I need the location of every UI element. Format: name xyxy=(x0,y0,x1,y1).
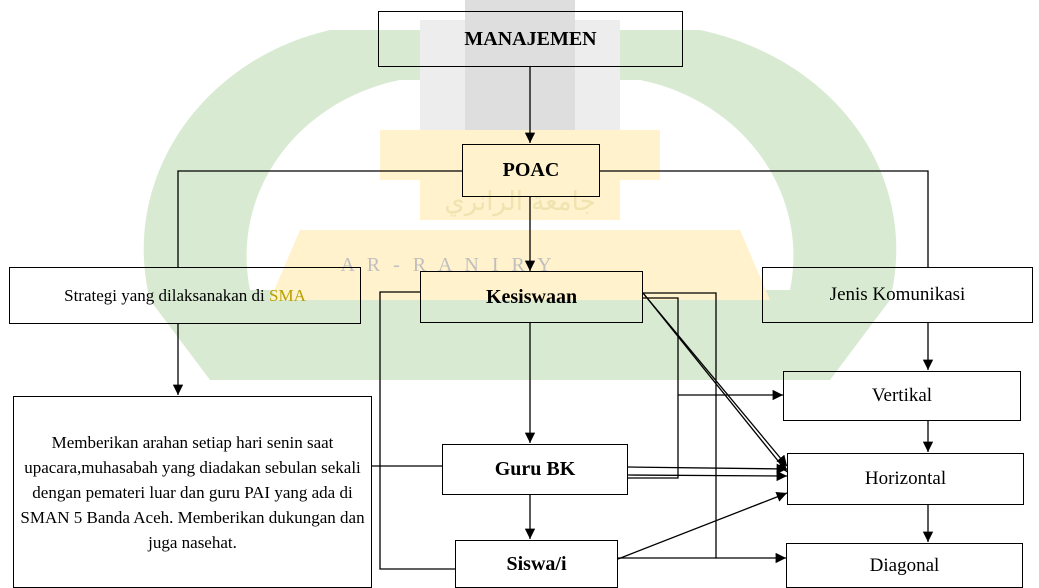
horizontal-label: Horizontal xyxy=(864,468,947,489)
diagonal-label: Diagonal xyxy=(869,554,940,576)
line-poac-to-strategy xyxy=(177,170,462,267)
horizontal-box: Horizontal xyxy=(787,453,1024,505)
arrow-kesiswaan-to-horizontal-2 xyxy=(642,292,788,473)
manajemen-label: MANAJEMEN xyxy=(464,27,597,50)
description-text: Memberikan arahan setiap hari senin saat… xyxy=(20,432,365,552)
description-box: Memberikan arahan setiap hari senin saat… xyxy=(13,396,372,588)
watermark-latin-text: A R - R A N I R Y xyxy=(340,254,555,276)
guru-bk-box: Guru BK xyxy=(442,444,628,495)
kesiswaan-label: Kesiswaan xyxy=(485,285,578,308)
poac-label: POAC xyxy=(502,159,560,181)
manajemen-box: MANAJEMEN xyxy=(378,11,683,67)
kesiswaan-box: Kesiswaan xyxy=(420,271,643,323)
watermark-gate xyxy=(380,130,660,220)
vertikal-label: Vertikal xyxy=(871,385,933,406)
watermark-base xyxy=(270,230,770,300)
arrow-siswa-to-horizontal xyxy=(617,491,788,560)
strategy-box: Strategi yang dilaksanakan di SMA xyxy=(9,267,361,324)
jenis-komunikasi-label: Jenis Komunikasi xyxy=(829,284,966,305)
arrow-gurubk-to-horizontal-2 xyxy=(627,470,788,482)
line-poac-to-jenis xyxy=(600,170,929,267)
siswa-box: Siswa/i xyxy=(455,540,618,588)
siswa-label: Siswa/i xyxy=(506,552,567,575)
jenis-komunikasi-box: Jenis Komunikasi xyxy=(762,267,1033,323)
diagonal-box: Diagonal xyxy=(786,543,1023,588)
line-kesiswaan-inner-loop xyxy=(628,297,679,479)
line-kesiswaan-right-loop xyxy=(618,292,717,559)
arrow-gurubk-to-horizontal-1 xyxy=(627,463,788,475)
vertikal-box: Vertikal xyxy=(783,371,1021,421)
strategy-label-highlight: SMA xyxy=(269,285,306,305)
strategy-label: Strategi yang dilaksanakan di SMA xyxy=(64,286,306,306)
guru-bk-label: Guru BK xyxy=(494,458,576,480)
watermark-arabic-text: جامعة الرانري xyxy=(444,187,595,217)
poac-box: POAC xyxy=(462,144,600,197)
line-kesiswaan-left-loop xyxy=(379,291,455,570)
strategy-label-prefix: Strategi yang dilaksanakan di xyxy=(64,285,270,305)
